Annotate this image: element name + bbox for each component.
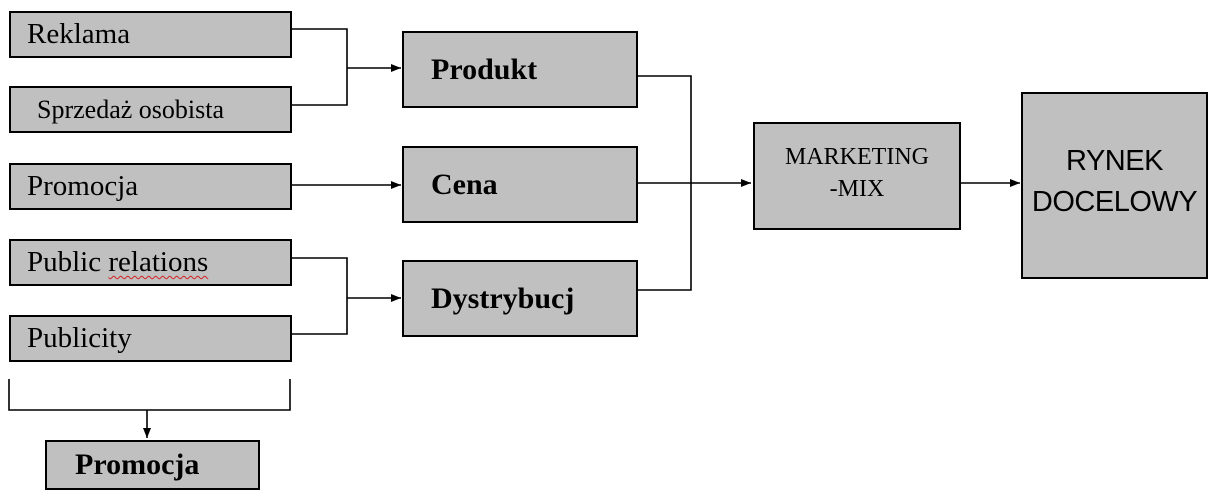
box-promocja-group: Promocja [45,440,260,490]
box-sprzedaz-osobista: Sprzedaż osobista [9,86,292,133]
box-public-relations: Public relations [9,239,292,286]
label-marketing-mix-line2: -MIX [829,176,885,202]
box-dystrybucja: Dystrybucj [402,260,638,337]
label-promocja-group: Promocja [75,448,200,481]
box-produkt: Produkt [402,31,638,108]
box-publicity: Publicity [9,315,292,362]
label-sprzedaz-osobista: Sprzedaż osobista [37,94,225,124]
box-promocja: Promocja [9,163,292,210]
box-cena: Cena [402,146,638,223]
label-marketing-mix-line1: MARKETING [785,144,929,170]
label-relations: relations [108,246,209,278]
label-marketing-mix: MARKETING -MIX [785,141,929,205]
connector-public-relations [291,257,348,335]
label-docelowy: DOCELOWY [1031,185,1198,218]
promotion-bracket [8,379,291,411]
box-marketing-mix: MARKETING -MIX [753,122,961,230]
connector-reklama [291,28,348,106]
label-dystrybucja: Dystrybucj [431,281,575,315]
label-rynek-docelowy: RYNEK DOCELOWY [1031,141,1198,223]
label-reklama: Reklama [27,18,131,50]
label-cena: Cena [431,167,498,201]
box-rynek-docelowy: RYNEK DOCELOWY [1021,92,1208,279]
label-rynek: RYNEK [1066,144,1163,177]
label-publicity: Publicity [27,322,132,354]
label-produkt: Produkt [431,52,538,86]
label-public: Public [27,246,109,278]
label-promocja: Promocja [27,170,139,202]
label-public-relations: Public relations [27,246,208,279]
box-reklama: Reklama [9,11,292,58]
